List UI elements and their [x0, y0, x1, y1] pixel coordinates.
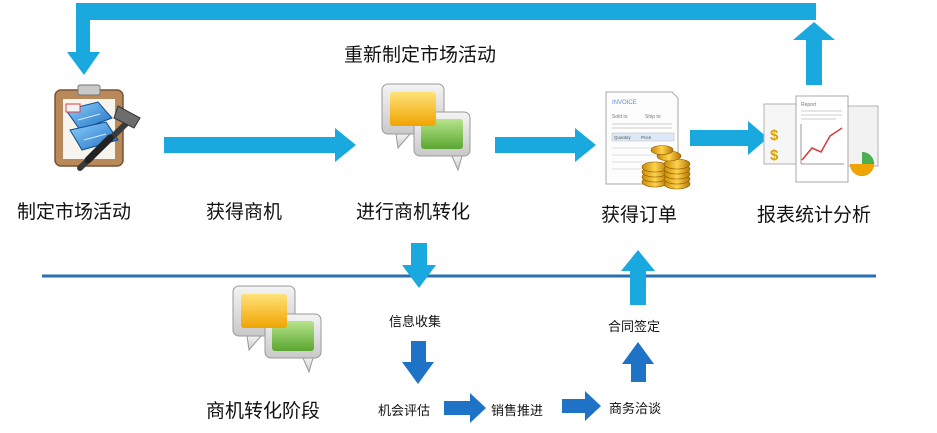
loop-label: 重新制定市场活动	[344, 44, 497, 66]
chat-bubbles-icon	[232, 285, 322, 374]
report-chart-icon: Report $ $	[763, 95, 879, 183]
chat-bubbles-icon	[381, 83, 471, 172]
invoice-qty: Quantity	[614, 135, 632, 140]
phase-label: 商机转化阶段	[206, 400, 321, 422]
step-opportunity-label: 获得商机	[206, 201, 283, 223]
invoice-sold-to: Sold to	[612, 114, 628, 120]
loop-arrow	[67, 3, 835, 85]
substep-evaluate: 机会评估	[378, 404, 431, 419]
down-arrow-collect	[402, 243, 436, 288]
substep-negotiate: 商务洽谈	[609, 402, 662, 417]
blueprint-tools-icon	[54, 84, 141, 171]
up-arrow-contract	[622, 342, 654, 382]
step-report-label: 报表统计分析	[757, 204, 872, 226]
step-order-label: 获得订单	[601, 204, 678, 226]
step-plan-label: 制定市场活动	[17, 201, 132, 223]
coin-stack	[641, 145, 691, 190]
substep-collect: 信息收集	[389, 315, 442, 330]
up-arrow-order	[621, 250, 655, 305]
substep-contract: 合同签定	[608, 320, 661, 335]
invoice-title: INVOICE	[612, 100, 637, 106]
flow-arrow-3	[690, 121, 768, 155]
dollar-sign-1: $	[770, 127, 779, 144]
dollar-sign-2: $	[770, 147, 779, 164]
right-arrow-promote	[444, 393, 486, 423]
flow-arrow-1	[164, 128, 356, 162]
flow-arrow-2	[495, 128, 596, 162]
report-title: Report	[801, 102, 817, 108]
invoice-ship-to: Ship to	[645, 114, 661, 120]
invoice-coins-icon: INVOICE Sold to Ship to Quantity Price	[605, 91, 691, 190]
step-convert-label: 进行商机转化	[356, 201, 471, 223]
substep-promote: 销售推进	[491, 404, 544, 419]
invoice-price: Price	[641, 135, 652, 140]
right-arrow-negotiate	[562, 391, 601, 421]
down-arrow-evaluate	[402, 341, 434, 384]
